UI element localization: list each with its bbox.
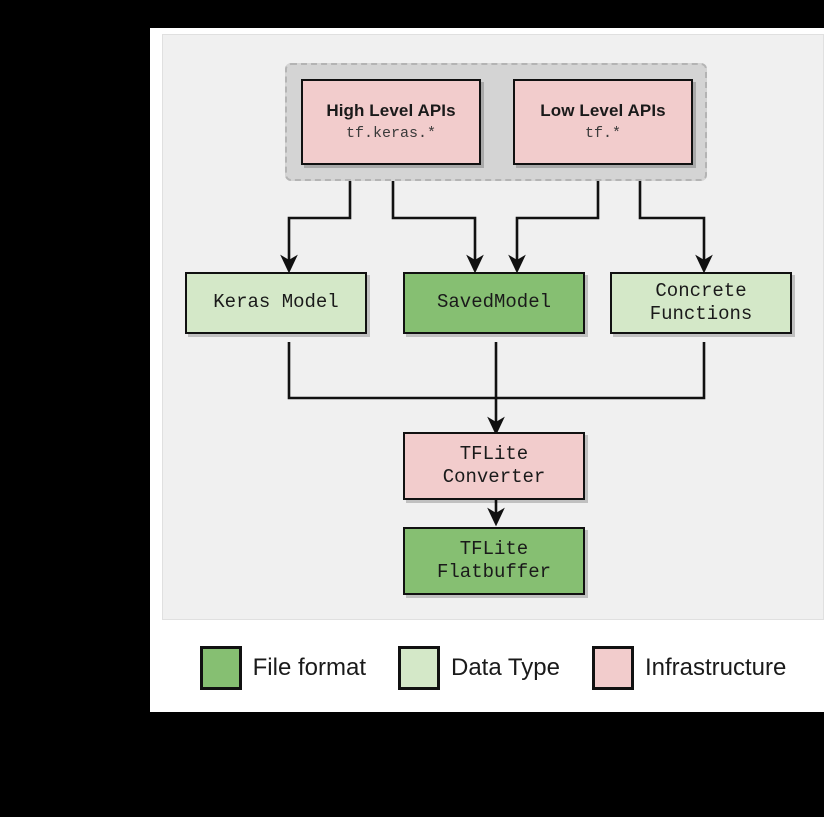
legend-swatch-infrastructure — [591, 646, 634, 690]
node-title-line2: Converter — [442, 466, 546, 488]
node-title-line2: Functions — [649, 303, 753, 325]
wire-lowlevel-to-concrete — [638, 175, 713, 274]
node-savedmodel[interactable]: SavedModel — [403, 272, 585, 334]
node-low-level-apis[interactable]: Low Level APIs tf.* — [513, 79, 693, 165]
legend-item-infrastructure: Infrastructure — [591, 646, 787, 690]
wire-keras-to-bus — [287, 342, 496, 400]
legend: File format Data Type Infrastructure — [162, 630, 824, 706]
node-subtitle: tf.* — [584, 124, 621, 142]
api-group-container: High Level APIs tf.keras.* Low Level API… — [285, 63, 707, 181]
legend-swatch-data-type — [398, 646, 440, 690]
diagram-panel: High Level APIs tf.keras.* Low Level API… — [162, 34, 824, 620]
wire-highlevel-to-savedmodel — [391, 175, 484, 274]
node-keras-model[interactable]: Keras Model — [185, 272, 367, 334]
wire-lowlevel-to-savedmodel — [508, 175, 600, 274]
wire-concrete-to-bus — [496, 342, 706, 400]
node-tflite-flatbuffer[interactable]: TFLite Flatbuffer — [403, 527, 585, 595]
node-title: High Level APIs — [326, 100, 456, 120]
node-title: TFLite — [459, 442, 529, 465]
node-title: Concrete — [655, 279, 747, 302]
node-title: TFLite — [459, 537, 529, 560]
node-title: Low Level APIs — [540, 100, 666, 120]
wire-highlevel-to-keras — [280, 175, 352, 274]
node-subtitle: tf.keras.* — [345, 124, 436, 142]
legend-item-file-format: File format — [199, 646, 366, 690]
node-tflite-converter[interactable]: TFLite Converter — [403, 432, 585, 500]
node-concrete-functions[interactable]: Concrete Functions — [610, 272, 792, 334]
legend-label-infrastructure: Infrastructure — [644, 654, 787, 681]
node-title: SavedModel — [436, 291, 552, 314]
figure-card: High Level APIs tf.keras.* Low Level API… — [150, 28, 824, 712]
node-title: Keras Model — [213, 291, 339, 314]
legend-item-data-type: Data Type — [398, 646, 560, 690]
legend-swatch-file-format — [199, 646, 242, 690]
legend-label-data-type: Data Type — [451, 654, 560, 681]
node-high-level-apis[interactable]: High Level APIs tf.keras.* — [301, 79, 481, 165]
legend-label-file-format: File format — [252, 654, 366, 681]
node-title-line2: Flatbuffer — [436, 561, 552, 583]
